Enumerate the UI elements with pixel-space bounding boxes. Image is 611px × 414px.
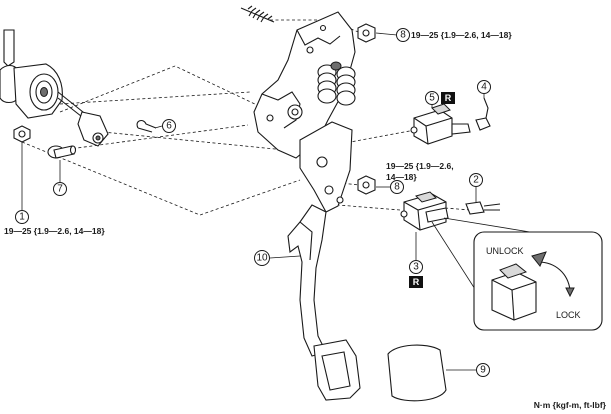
svg-text:3: 3: [413, 262, 419, 273]
callout-2: 2: [469, 173, 483, 187]
svg-text:5: 5: [429, 93, 435, 104]
callout-10: 10: [254, 250, 270, 266]
inset-leader-2: [443, 217, 531, 233]
nut-part-8-upper: [357, 23, 376, 43]
callout-8-lower: 8: [390, 180, 404, 194]
nut-part-1: [13, 125, 31, 143]
svg-text:4: 4: [481, 82, 487, 93]
callout-6: 6: [162, 119, 176, 133]
svg-text:2: 2: [473, 175, 479, 186]
svg-text:9: 9: [480, 365, 486, 376]
lock-detail-inset: [473, 231, 603, 331]
torque-spec-nut-1: 19—25 {1.9—2.6, 14—18}: [4, 226, 105, 236]
units-note: N·m {kgf-m, ft-lbf}: [534, 400, 607, 410]
clutch-pedal-assembly: [253, 11, 361, 401]
callout-8-upper: 8: [396, 28, 410, 42]
replace-badge-part-3: R: [409, 276, 423, 288]
svg-text:R: R: [445, 93, 452, 103]
torque-spec-upper-nut: 19—25 {1.9—2.6, 14—18}: [411, 30, 512, 40]
assist-springs: [317, 61, 356, 106]
callout-3: 3: [409, 260, 423, 274]
clevis-pin: [47, 145, 77, 159]
callout-7: 7: [53, 182, 67, 196]
callout-4: 4: [477, 80, 491, 94]
callout-leaders: [21, 32, 485, 371]
svg-text:7: 7: [57, 184, 63, 195]
svg-text:8: 8: [394, 182, 400, 193]
svg-text:6: 6: [166, 121, 172, 132]
svg-text:1: 1: [19, 212, 25, 223]
clutch-switch-lower: [400, 191, 449, 231]
connector-part-2: [465, 201, 501, 215]
callout-5: 5: [425, 91, 439, 105]
lock-label: LOCK: [556, 310, 581, 320]
callout-9: 9: [476, 363, 490, 377]
nut-part-8-lower: [357, 175, 376, 195]
unlock-label: UNLOCK: [486, 246, 524, 256]
pedal-pad-cover: [387, 344, 447, 402]
torque-spec-lower-nut-line1: 19—25 {1.9—2.6,: [386, 161, 454, 171]
snap-pin: [136, 119, 157, 133]
callout-1: 1: [15, 210, 29, 224]
return-spring-rod: [240, 5, 275, 23]
clutch-switch-upper: [410, 103, 471, 145]
replace-badge-part-5: R: [441, 92, 455, 104]
svg-text:8: 8: [400, 30, 406, 41]
master-cylinder-pushrod: [0, 29, 109, 147]
svg-text:R: R: [413, 277, 420, 287]
connector-part-4: [475, 97, 491, 131]
torque-spec-lower-nut-line2: 14—18}: [386, 172, 417, 182]
svg-text:10: 10: [256, 253, 268, 264]
